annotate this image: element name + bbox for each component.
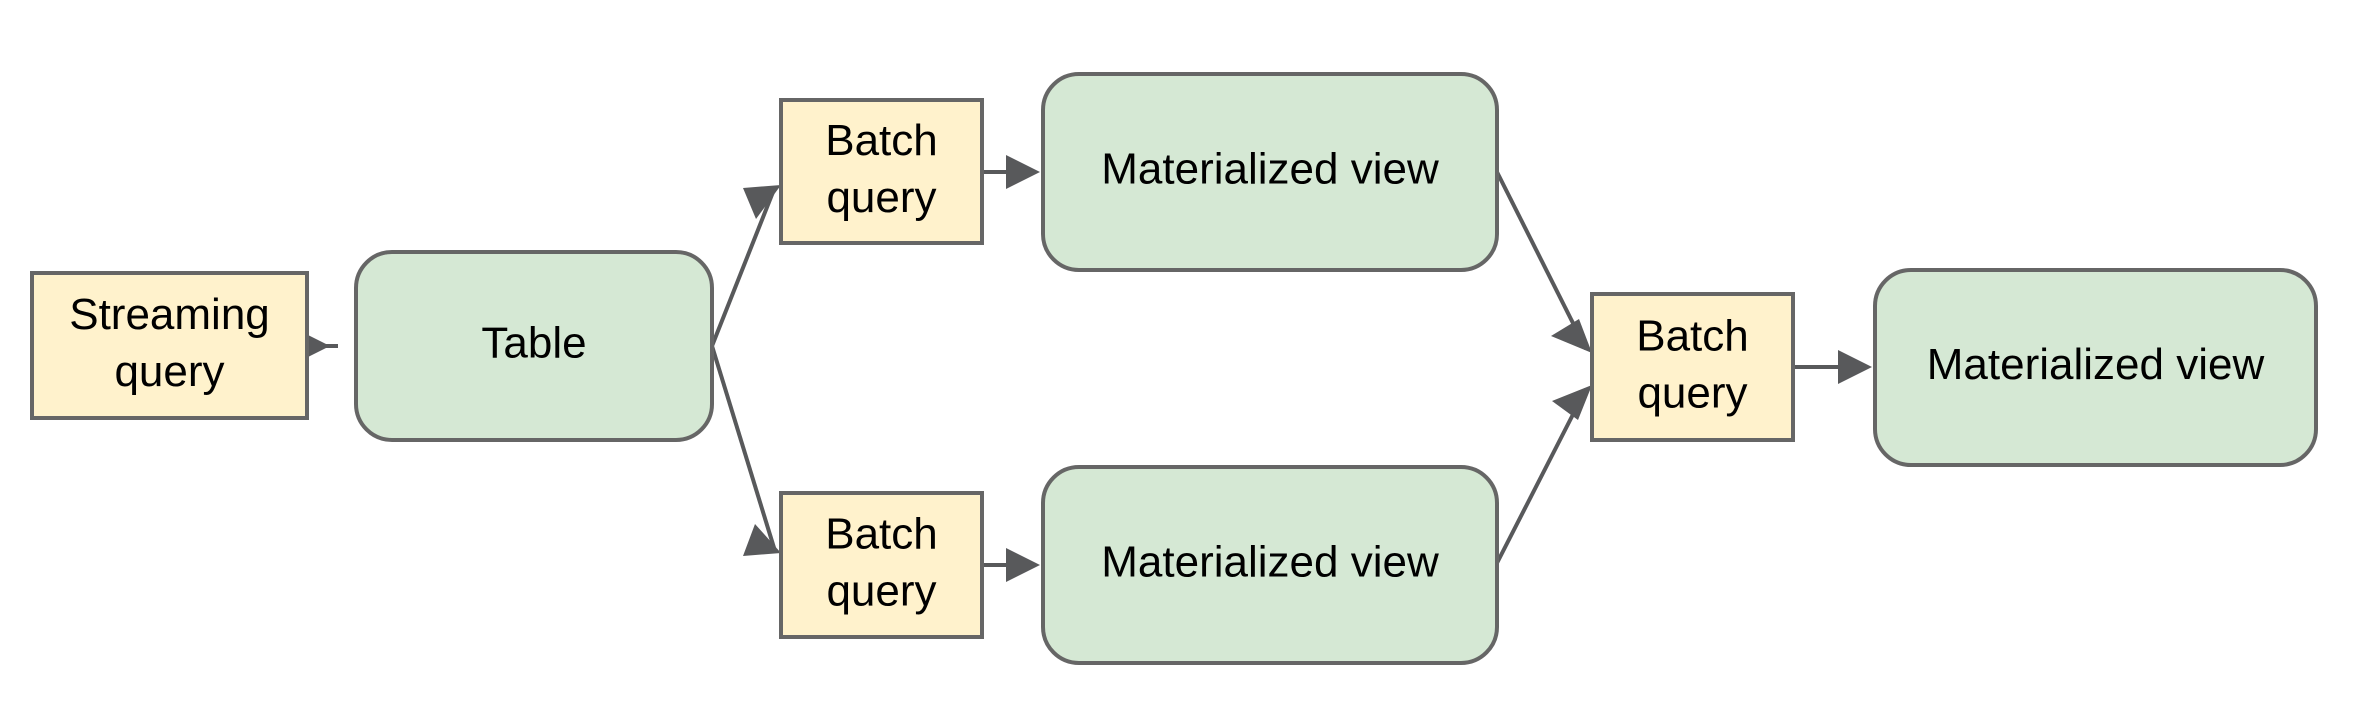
edge-line [710, 186, 777, 347]
node-shape-rectangle [779, 98, 984, 245]
edge-batch-query-merge-to-materialized-view-final[interactable] [1793, 350, 1872, 384]
node-shape-rounded-rectangle [354, 250, 714, 442]
node-label-line2: query [826, 173, 936, 222]
arrowhead-icon [1838, 350, 1872, 384]
node-label-line1: Streaming [69, 290, 270, 339]
edge-materialized-view-bottom-to-batch-query-merge[interactable] [1495, 385, 1592, 564]
node-label-line2: query [826, 567, 936, 616]
node-materialized-view-top[interactable]: Materialized view [1041, 72, 1499, 272]
arrowhead-icon [743, 524, 781, 556]
edge-batch-query-top-to-materialized-view-top[interactable] [982, 155, 1040, 189]
node-label-line2: query [1637, 369, 1747, 418]
node-materialized-view-bottom[interactable]: Materialized view [1041, 465, 1499, 665]
node-batch-query-bottom[interactable]: Batch query [779, 491, 984, 639]
edge-batch-query-bottom-to-materialized-view-bottom[interactable] [982, 548, 1040, 582]
arrowhead-icon [1006, 548, 1040, 582]
node-shape-rectangle [779, 491, 984, 639]
node-shape-rectangle [1590, 292, 1795, 442]
edge-line [710, 345, 777, 552]
node-streaming-query[interactable]: Streaming query [30, 271, 309, 420]
edge-line [1495, 171, 1588, 350]
arrowhead-icon [1551, 319, 1592, 353]
node-label-line1: Table [481, 319, 586, 368]
edge-table-to-batch-query-bottom[interactable] [710, 345, 781, 556]
node-materialized-view-final[interactable]: Materialized view [1873, 268, 2318, 467]
node-batch-query-merge[interactable]: Batch query [1590, 292, 1795, 442]
node-layer: Streaming query Table Batch query Materi… [30, 72, 2318, 665]
node-label-line1: Batch [1636, 312, 1749, 361]
node-shape-rounded-rectangle [1873, 268, 2318, 467]
edge-table-to-batch-query-top[interactable] [710, 185, 781, 347]
arrowhead-icon [1006, 155, 1040, 189]
node-label-line2: query [114, 347, 224, 396]
node-label-line1: Materialized view [1927, 340, 2265, 389]
node-shape-rounded-rectangle [1041, 72, 1499, 272]
node-label-line1: Materialized view [1101, 538, 1439, 587]
edge-materialized-view-top-to-batch-query-merge[interactable] [1495, 171, 1592, 353]
node-label-line1: Batch [825, 116, 938, 165]
node-label-line1: Batch [825, 510, 938, 559]
node-shape-rectangle [30, 271, 309, 420]
arrowhead-icon [1552, 385, 1592, 420]
node-table[interactable]: Table [354, 250, 714, 442]
node-batch-query-top[interactable]: Batch query [779, 98, 984, 245]
node-label-line1: Materialized view [1101, 145, 1439, 194]
arrowhead-icon [743, 185, 781, 219]
edge-layer [296, 155, 1872, 582]
edge-line [1495, 388, 1588, 564]
node-shape-rounded-rectangle [1041, 465, 1499, 665]
